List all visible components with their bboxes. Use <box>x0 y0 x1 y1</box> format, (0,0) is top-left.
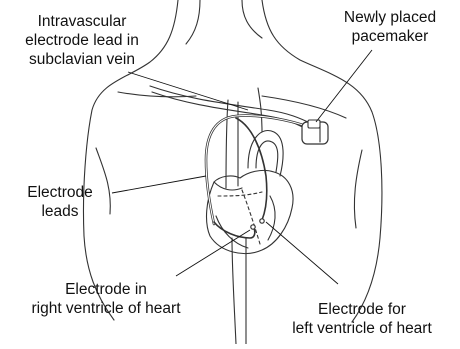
label-intravascular: Intravascular electrode lead in subclavi… <box>8 12 156 69</box>
carotid <box>258 88 262 132</box>
label-right-ventricle: Electrode in right ventricle of heart <box>8 280 204 318</box>
heart-outline <box>207 170 294 253</box>
label-intravascular-line-2: electrode lead in <box>8 31 156 50</box>
neck-left <box>186 0 200 44</box>
chest-contour-right <box>354 150 362 228</box>
label-pacemaker-line-1: Newly placed <box>330 8 450 27</box>
heart-septum <box>242 190 260 244</box>
label-pacemaker: Newly placed pacemaker <box>330 8 450 46</box>
label-pacemaker-line-2: pacemaker <box>330 27 450 46</box>
heart-lv-wall <box>268 196 275 240</box>
label-left-ventricle-line-1: Electrode for <box>268 300 456 319</box>
subclavian-vein-lower <box>152 92 308 130</box>
pacemaker-header <box>308 120 320 128</box>
neck-right <box>242 0 262 38</box>
label-right-ventricle-line-1: Electrode in <box>8 280 204 299</box>
electrode-tip-rv <box>251 225 255 229</box>
heart-divider <box>218 192 262 196</box>
electrode-lead-inner <box>206 116 312 224</box>
label-electrode-leads-line-2: leads <box>8 202 112 221</box>
label-intravascular-line-1: Intravascular <box>8 12 156 31</box>
descending-vessel <box>232 238 236 344</box>
leader-electrode-leads <box>112 176 206 193</box>
label-electrode-leads-line-1: Electrode <box>8 183 112 202</box>
leader-left-ventricle <box>266 222 338 284</box>
leader-intravascular <box>128 72 248 110</box>
label-left-ventricle-line-2: left ventricle of heart <box>268 319 456 338</box>
label-electrode-leads: Electrode leads <box>8 183 112 221</box>
leader-pacemaker <box>316 50 372 122</box>
electrode-lead-lv <box>236 118 267 220</box>
label-left-ventricle: Electrode for left ventricle of heart <box>268 300 456 338</box>
electrode-tip-lv <box>260 219 264 223</box>
label-intravascular-line-3: subclavian vein <box>8 50 156 69</box>
vena-cava <box>226 100 228 188</box>
aorta-inner <box>256 141 278 172</box>
torso-outline-right <box>262 0 382 322</box>
electrode-lead-outer <box>206 116 312 224</box>
label-right-ventricle-line-2: right ventricle of heart <box>8 299 204 318</box>
